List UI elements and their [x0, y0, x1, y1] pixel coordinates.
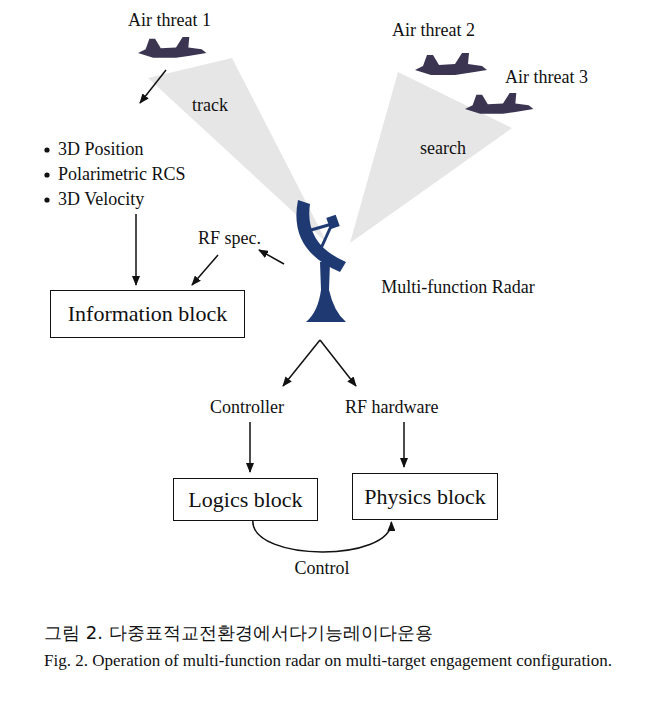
block-box: Physics block — [352, 473, 498, 520]
edge-label: Control — [293, 558, 352, 579]
text-label: track — [192, 95, 228, 117]
block-box: Logics block — [173, 478, 318, 521]
caption-text: 그림 2. 다중표적교전환경에서다기능레이다운용 — [44, 622, 433, 644]
text-label: 3D Velocity — [58, 189, 144, 211]
text-label: Air threat 1 — [128, 10, 211, 32]
block-box: Information block — [50, 290, 245, 338]
text-label: Polarimetric RCS — [58, 164, 186, 186]
bullet-dot — [44, 147, 49, 202]
search-beam — [350, 72, 512, 243]
text-label: Multi-function Radar — [378, 277, 538, 299]
block-label: Information block — [68, 301, 227, 327]
text-label: Controller — [210, 397, 284, 419]
block-label: Logics block — [188, 487, 302, 513]
text-label: Air threat 2 — [392, 20, 475, 42]
block-label: Physics block — [364, 484, 486, 510]
text-label: RF hardware — [345, 397, 438, 419]
text-label: Air threat 3 — [505, 67, 588, 89]
text-label: search — [420, 138, 466, 160]
control-connector — [253, 521, 392, 552]
radar-dish — [296, 200, 346, 322]
text-label: RF spec. — [198, 228, 261, 250]
text-label: 3D Position — [58, 139, 144, 161]
caption-text: Fig. 2. Operation of multi-function rada… — [44, 651, 634, 671]
